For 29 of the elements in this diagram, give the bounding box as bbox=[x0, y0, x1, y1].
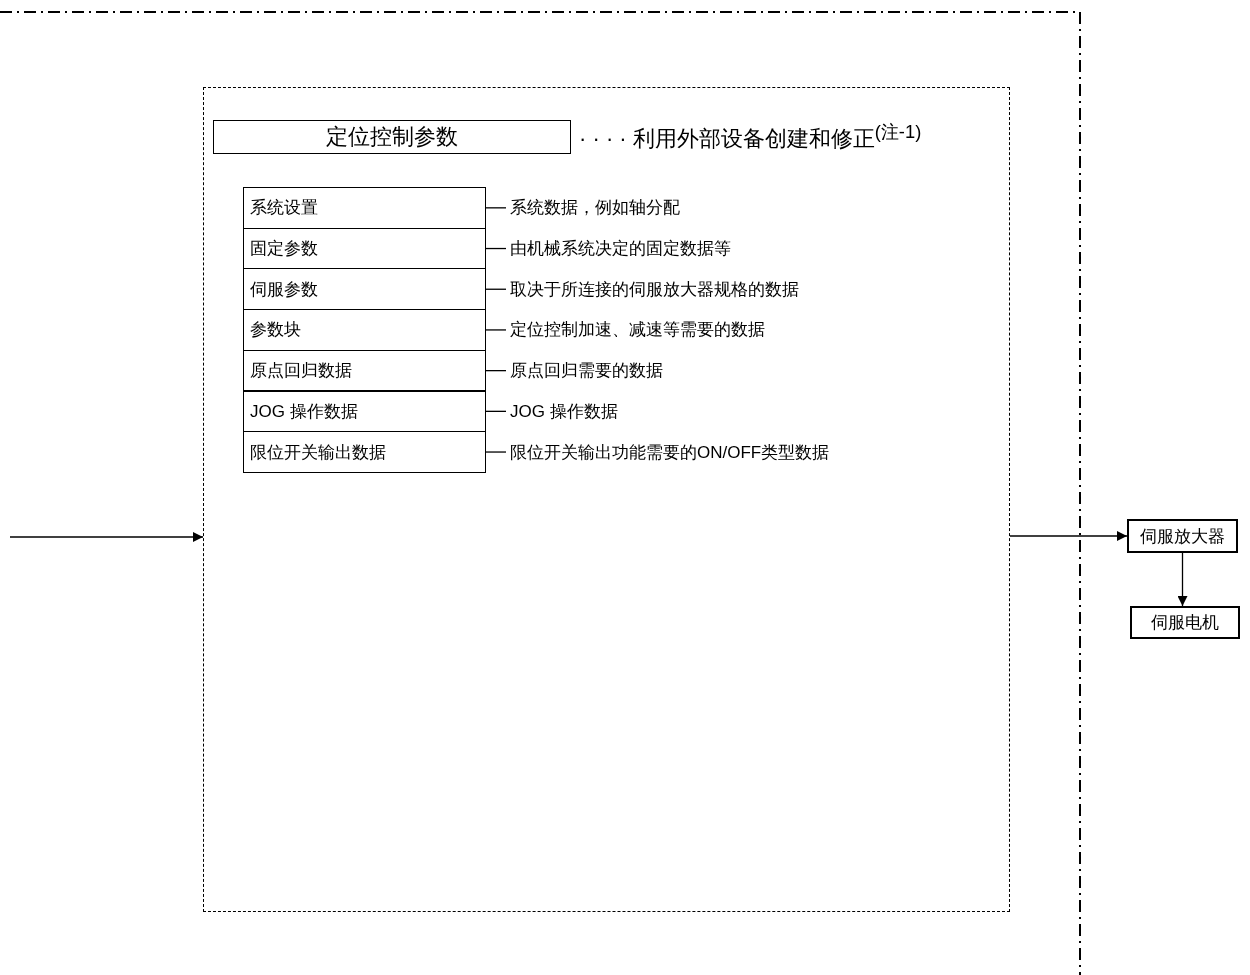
table-row: 固定参数 bbox=[243, 227, 486, 270]
leader-line bbox=[485, 451, 507, 453]
title-box: 定位控制参数 bbox=[213, 120, 571, 154]
leader-line bbox=[485, 247, 507, 250]
leader-line bbox=[485, 329, 507, 331]
leader-line bbox=[485, 410, 507, 412]
dashed-frame bbox=[203, 87, 1010, 912]
description-text: JOG 操作数据 bbox=[506, 390, 618, 433]
description-text: 定位控制加速、减速等需要的数据 bbox=[506, 309, 765, 351]
leader-line bbox=[485, 207, 507, 209]
table-row: 伺服参数 bbox=[243, 268, 486, 311]
arrow bbox=[1177, 552, 1188, 607]
table-row: JOG 操作数据 bbox=[243, 390, 486, 433]
table-row: 系统设置 bbox=[243, 187, 486, 229]
device-box: 伺服电机 bbox=[1130, 606, 1240, 639]
leader-line bbox=[485, 370, 507, 372]
description-text: 系统数据，例如轴分配 bbox=[506, 187, 680, 229]
table-row: 限位开关输出数据 bbox=[243, 431, 486, 473]
description-text: 由机械系统决定的固定数据等 bbox=[506, 227, 731, 270]
table-row: 原点回归数据 bbox=[243, 349, 486, 392]
description-text: 取决于所连接的伺服放大器规格的数据 bbox=[506, 268, 799, 311]
description-text: 限位开关输出功能需要的ON/OFF类型数据 bbox=[506, 431, 830, 473]
device-box: 伺服放大器 bbox=[1127, 519, 1238, 553]
description-text: 原点回归需要的数据 bbox=[506, 349, 663, 392]
table-row: 参数块 bbox=[243, 309, 486, 351]
leader-line bbox=[485, 288, 507, 290]
note-text: · · · · 利用外部设备创建和修正$^{(注-1)}$ bbox=[579, 120, 922, 154]
arrow bbox=[9, 532, 204, 542]
arrow bbox=[1009, 531, 1128, 541]
